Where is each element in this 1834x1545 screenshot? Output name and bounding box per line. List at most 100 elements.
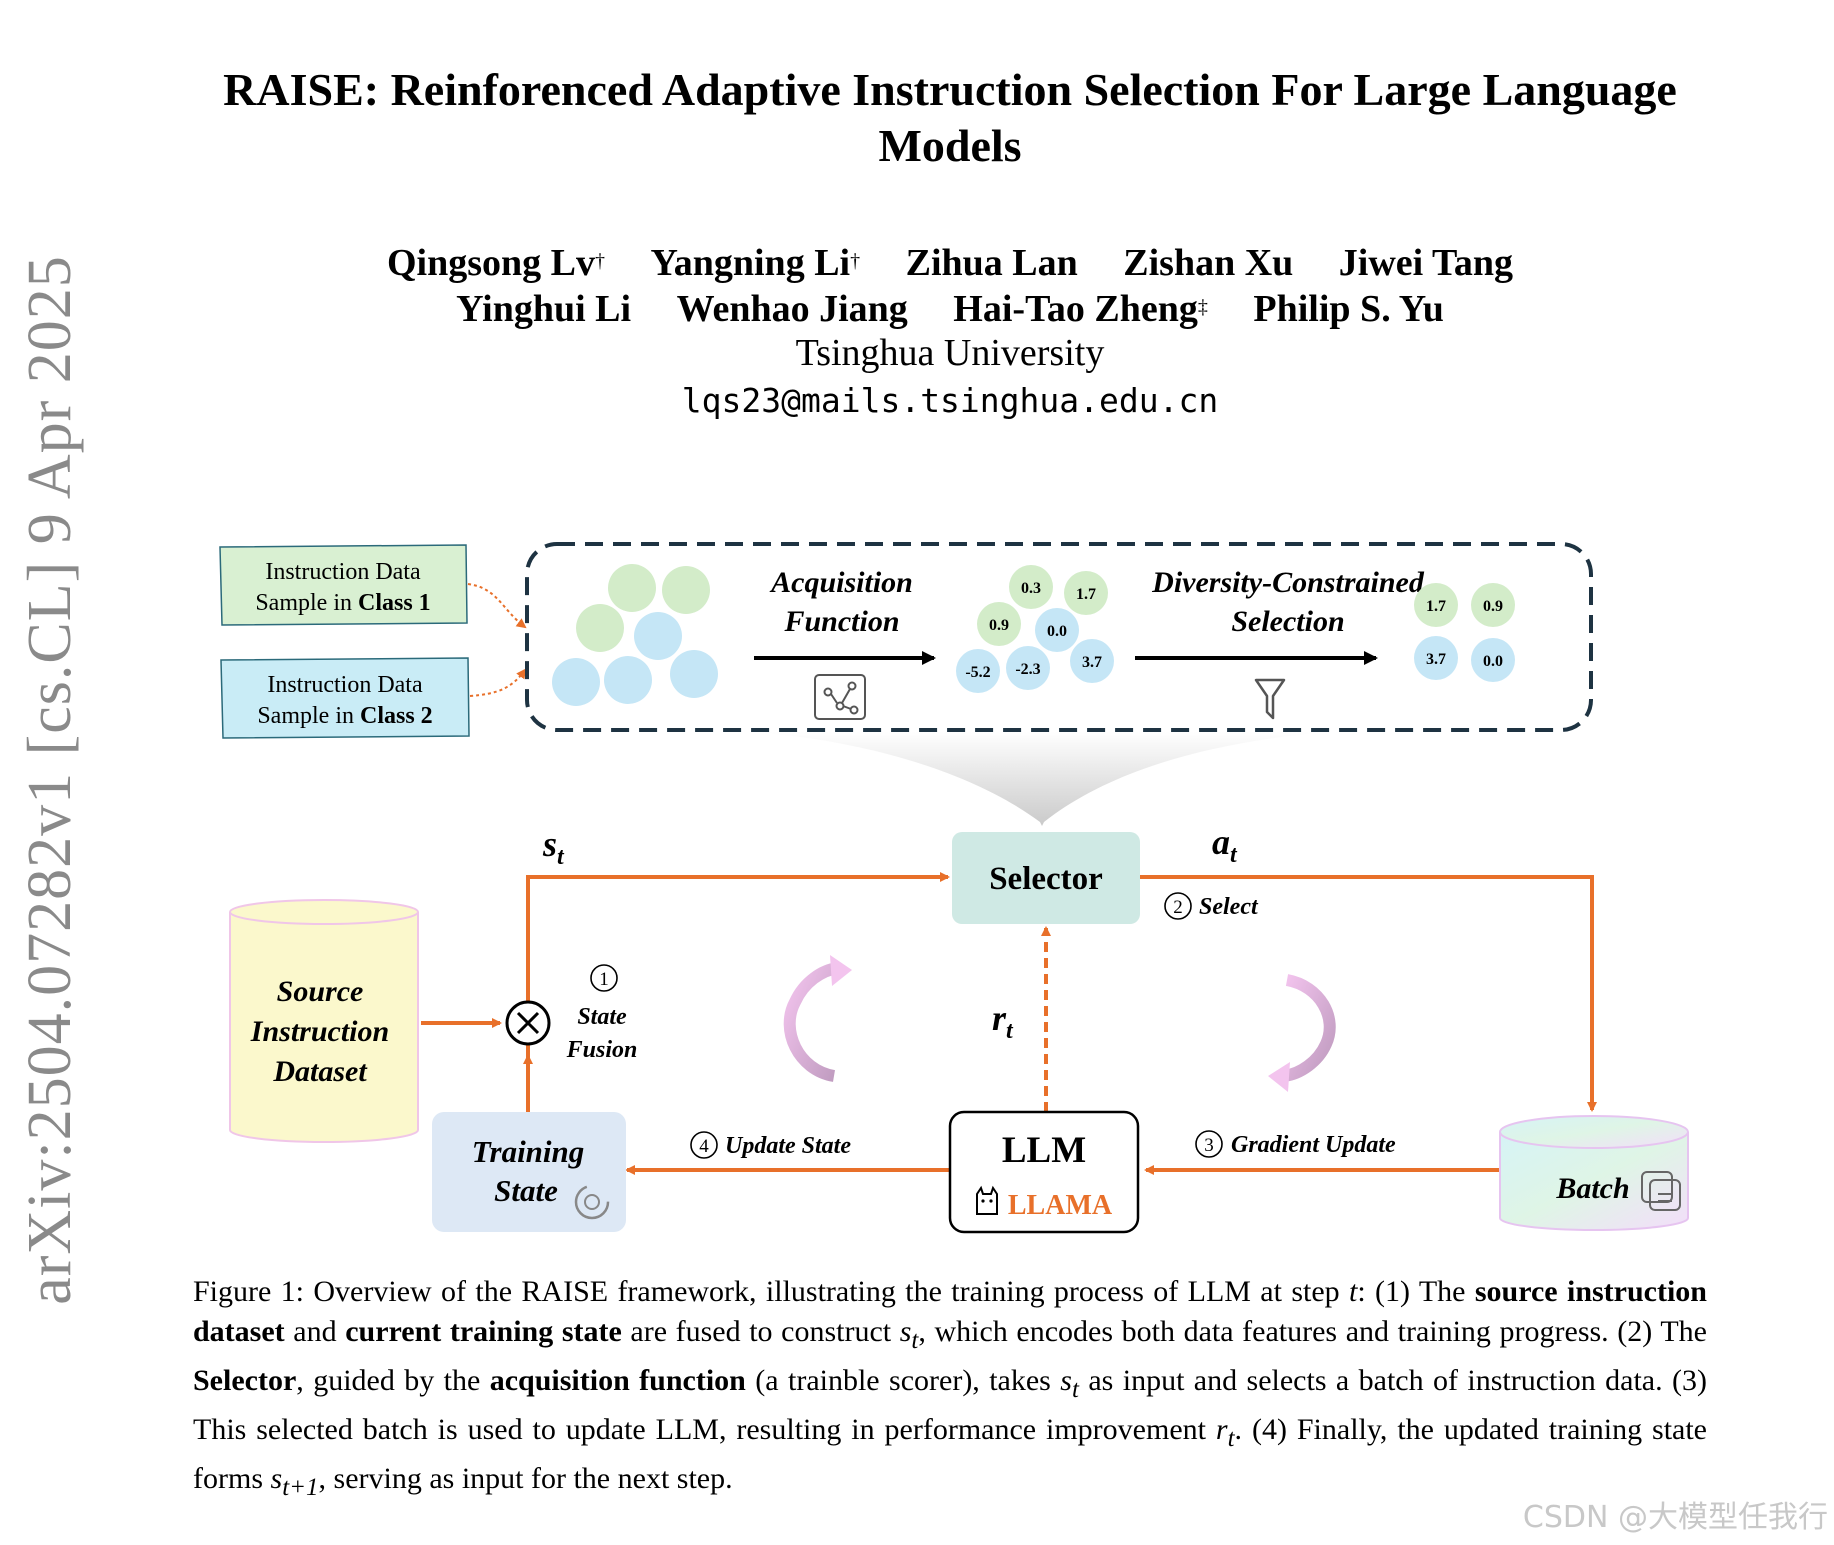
selected-circle — [1471, 638, 1515, 682]
sample-circle-class2 — [634, 612, 682, 660]
step2-select: 2 Select — [1164, 892, 1259, 920]
svg-text:-2.3: -2.3 — [1015, 661, 1040, 678]
reward-symbol: rt — [992, 998, 1014, 1044]
svg-text:Fusion: Fusion — [566, 1037, 638, 1063]
svg-text:Instruction Data: Instruction Data — [267, 672, 423, 698]
svg-text:Sample in Class 2: Sample in Class 2 — [257, 703, 432, 729]
svg-text:3.7: 3.7 — [1082, 654, 1102, 671]
author: Qingsong Lv† — [386, 242, 605, 284]
source-dataset-cylinder: Source Instruction Dataset — [229, 899, 419, 1143]
class1-connector — [467, 583, 527, 629]
author: Zishan Xu — [1123, 242, 1294, 284]
scored-samples: 0.3 1.7 0.9 0.0 -5.2 -2.3 3.7 — [956, 565, 1114, 693]
figure-caption: Figure 1: Overview of the RAISE framewor… — [193, 1275, 1707, 1501]
watermark: CSDN @大模型任我行 — [1522, 1500, 1828, 1535]
funnel-shape — [752, 732, 1328, 826]
author: Philip S. Yu — [1253, 288, 1444, 330]
authors-line-2: Yinghui Li Wenhao Jiang Hai-Tao Zheng‡ P… — [170, 286, 1730, 332]
selector-box: Selector — [952, 832, 1140, 924]
diversity-label: Diversity-Constrained — [1151, 566, 1425, 599]
selector-to-batch-arrow — [1140, 875, 1597, 1112]
paper-title: RAISE: Reinforenced Adaptive Instruction… — [223, 64, 1677, 171]
svg-text:Training: Training — [472, 1134, 585, 1169]
acquisition-label: Function — [783, 605, 899, 638]
authors-line-1: Qingsong Lv† Yangning Li† Zihua Lan Zish… — [170, 240, 1730, 286]
author: Hai-Tao Zheng‡ — [953, 288, 1208, 330]
pipeline-container — [525, 542, 1593, 732]
svg-text:-5.2: -5.2 — [965, 664, 990, 681]
framework-figure: Instruction Data Sample in Class 1 Instr… — [219, 542, 1689, 1234]
training-state-box: Training State — [432, 1112, 626, 1232]
class1-label-box: Instruction Data Sample in Class 1 — [219, 544, 468, 626]
svg-text:Instruction Data: Instruction Data — [265, 559, 421, 585]
action-symbol: at — [1212, 822, 1238, 868]
state-to-selector-arrow — [526, 872, 950, 1117]
svg-text:Selector: Selector — [989, 861, 1103, 897]
sample-pool — [552, 564, 718, 706]
svg-text:0.9: 0.9 — [989, 617, 1009, 634]
score-circle — [1035, 608, 1079, 652]
score-circle — [977, 602, 1021, 646]
svg-text:1.7: 1.7 — [1076, 586, 1096, 603]
state-symbol: st — [542, 824, 565, 870]
acquisition-label: Acquisition — [769, 566, 913, 599]
cycle-arc-left — [783, 955, 852, 1082]
score-circle — [1009, 565, 1053, 609]
sample-circle-class1 — [576, 604, 624, 652]
svg-text:1.7: 1.7 — [1426, 598, 1446, 615]
author: Zihua Lan — [905, 242, 1078, 284]
svg-text:0.0: 0.0 — [1483, 653, 1503, 670]
stack-icon — [1641, 1171, 1681, 1211]
sample-circle-class1 — [662, 566, 710, 614]
svg-text:3: 3 — [1204, 1135, 1214, 1156]
llm-box: LLM LLAMA — [948, 1110, 1140, 1234]
filter-icon — [1254, 678, 1286, 720]
diversity-label: Selection — [1231, 605, 1344, 638]
selected-samples: 1.7 0.9 3.7 0.0 — [1414, 583, 1515, 682]
llama-icon — [976, 1185, 998, 1215]
svg-text:LLM: LLM — [1002, 1130, 1086, 1171]
author: Yinghui Li — [456, 288, 632, 330]
batch-cylinder: Batch — [1499, 1115, 1689, 1231]
sample-circle-class2 — [604, 656, 652, 704]
svg-text:State: State — [494, 1173, 558, 1208]
sample-circle-class1 — [608, 564, 656, 612]
step4-update-state: 4 Update State — [690, 1131, 851, 1159]
author-email: lqs23@mails.tsinghua.edu.cn — [681, 381, 1219, 420]
svg-text:Dataset: Dataset — [272, 1055, 368, 1088]
score-circle — [1006, 646, 1050, 690]
svg-text:LLAMA: LLAMA — [1008, 1190, 1113, 1221]
selected-circle — [1414, 636, 1458, 680]
author: Jiwei Tang — [1338, 242, 1514, 284]
svg-text:0.3: 0.3 — [1021, 580, 1041, 597]
svg-text:0.9: 0.9 — [1483, 598, 1503, 615]
arxiv-identifier-stamp: arXiv:2504.07282v1 [cs.CL] 9 Apr 2025 — [16, 255, 84, 1305]
author: Wenhao Jiang — [676, 288, 908, 330]
cycle-arc-right — [1268, 974, 1336, 1092]
svg-text:Batch: Batch — [1555, 1172, 1629, 1205]
svg-text:State: State — [577, 1004, 627, 1030]
svg-text:1: 1 — [599, 969, 609, 990]
sample-circle-class2 — [670, 650, 718, 698]
svg-text:4: 4 — [699, 1136, 709, 1157]
fusion-operator-icon — [505, 1000, 551, 1046]
step3-gradient-update: 3 Gradient Update — [1195, 1130, 1396, 1158]
score-circle — [1070, 639, 1114, 683]
sample-circle-class2 — [552, 658, 600, 706]
selected-circle — [1471, 583, 1515, 627]
step1-state-fusion: 1 State Fusion — [566, 964, 638, 1063]
svg-text:2: 2 — [1173, 897, 1183, 918]
svg-text:Select: Select — [1199, 894, 1259, 920]
svg-text:Sample in Class 1: Sample in Class 1 — [255, 590, 430, 616]
score-circle — [1064, 571, 1108, 615]
svg-text:Update State: Update State — [725, 1133, 851, 1159]
score-circle — [956, 649, 1000, 693]
author: Yangning Li† — [650, 242, 861, 284]
svg-text:0.0: 0.0 — [1047, 623, 1067, 640]
affiliation: Tsinghua University — [795, 332, 1105, 374]
refresh-icon — [574, 1184, 610, 1220]
figure-label: Figure 1: — [193, 1275, 305, 1308]
class2-connector — [469, 668, 527, 697]
selected-circle — [1414, 583, 1458, 627]
class2-label-box: Instruction Data Sample in Class 2 — [220, 657, 470, 739]
